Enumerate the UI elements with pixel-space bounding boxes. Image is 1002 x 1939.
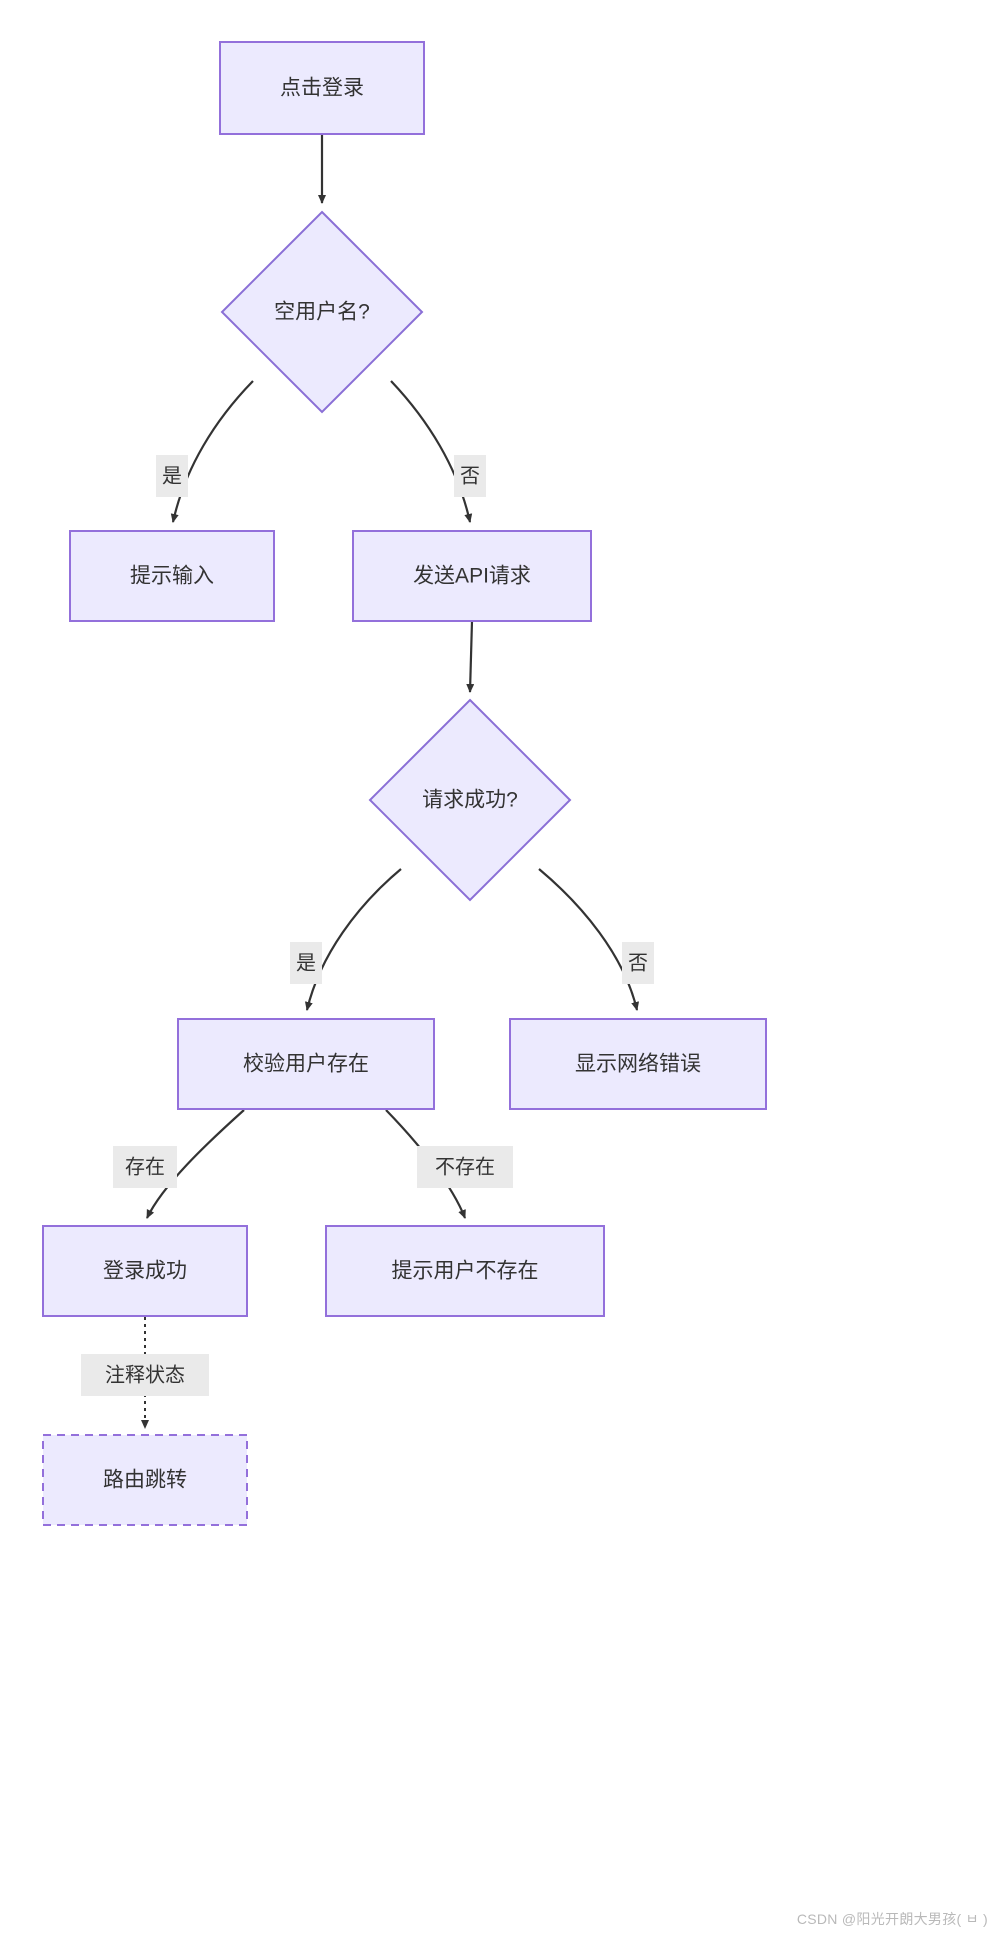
csdn-watermark: CSDN @阳光开朗大男孩( ㅂ ): [796, 1911, 988, 1927]
edges-layer: [141, 134, 640, 1429]
edge-label-request-success-yes: 是: [290, 942, 322, 984]
edge-request-success-yes: [304, 868, 402, 1011]
edge-user-exists: [146, 1109, 245, 1219]
edge-empty-username-yes: [170, 380, 254, 523]
edge-request-success-no: [538, 868, 640, 1011]
edge-label-yes-1-text: 是: [162, 465, 182, 487]
edge-label-exists-text: 存在: [125, 1155, 165, 1178]
edge-label-yes-2-text: 是: [296, 952, 316, 974]
edge-label-empty-username-yes: 是: [156, 455, 188, 497]
edge-label-annotation-state: 注释状态: [81, 1354, 209, 1396]
node-login-success[interactable]: 登录成功: [42, 1225, 248, 1317]
node-route-jump[interactable]: 路由跳转: [42, 1434, 248, 1526]
edge-label-empty-username-no: 否: [454, 455, 486, 497]
node-empty-username-label: 空用户名?: [274, 301, 370, 324]
node-click-login[interactable]: 点击登录: [219, 41, 425, 135]
edge-labels-layer: 是 否 是 否 存在 不存在: [81, 455, 654, 1396]
node-request-success-label: 请求成功?: [422, 789, 518, 812]
node-route-jump-label: 路由跳转: [103, 1469, 187, 1492]
node-prompt-user-not-exist-label: 提示用户不存在: [392, 1260, 539, 1283]
edge-send-api-to-request-success: [466, 620, 475, 693]
edge-label-user-not-exists: 不存在: [417, 1146, 513, 1188]
edge-label-no-2-text: 否: [628, 952, 648, 974]
node-request-success-decision[interactable]: 请求成功?: [368, 698, 572, 902]
nodes-layer: 点击登录 空用户名? 提示输入 发送API请求 请求成功?: [42, 41, 767, 1526]
node-prompt-input[interactable]: 提示输入: [69, 530, 275, 622]
node-prompt-input-label: 提示输入: [130, 565, 214, 588]
node-verify-user-exists[interactable]: 校验用户存在: [177, 1018, 435, 1110]
node-prompt-user-not-exist[interactable]: 提示用户不存在: [325, 1225, 605, 1317]
edge-label-annotation-text: 注释状态: [105, 1363, 185, 1386]
node-send-api-request[interactable]: 发送API请求: [352, 530, 592, 622]
node-verify-user-exists-label: 校验用户存在: [243, 1053, 369, 1076]
node-send-api-request-label: 发送API请求: [413, 565, 531, 588]
node-show-network-error[interactable]: 显示网络错误: [509, 1018, 767, 1110]
node-show-network-error-label: 显示网络错误: [575, 1053, 701, 1076]
node-click-login-label: 点击登录: [280, 77, 364, 100]
edge-label-not-exists-text: 不存在: [435, 1155, 495, 1178]
edge-empty-username-no: [390, 380, 473, 523]
node-empty-username-decision[interactable]: 空用户名?: [220, 210, 424, 414]
node-login-success-label: 登录成功: [103, 1260, 187, 1283]
edge-label-request-success-no: 否: [622, 942, 654, 984]
edge-label-user-exists: 存在: [113, 1146, 177, 1188]
edge-label-no-1-text: 否: [460, 465, 480, 487]
